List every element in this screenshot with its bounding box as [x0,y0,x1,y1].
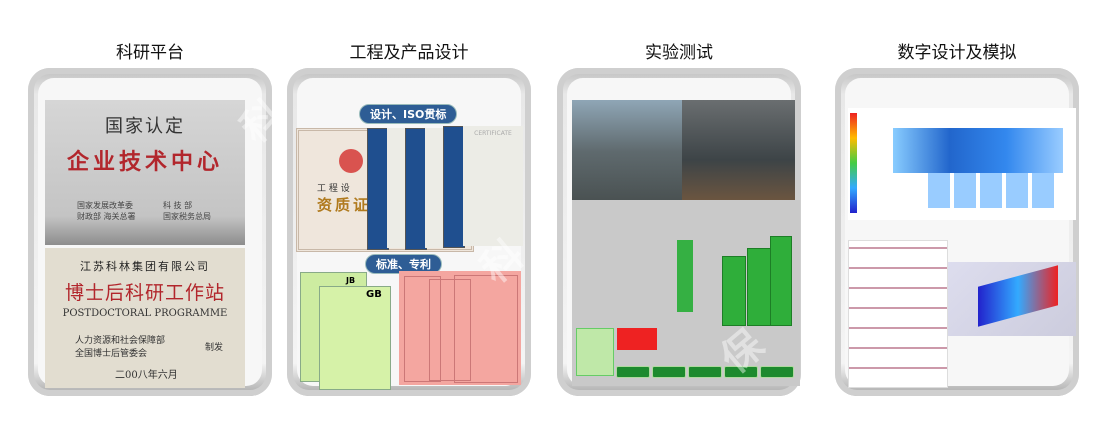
plate-stress-model [948,262,1076,336]
cyclone [677,240,693,312]
standard-document-gb: GB [319,286,391,390]
control-button[interactable] [760,366,794,378]
iso-certificate-3-body: CERTIFICATE [463,126,523,246]
cert-line2: 资质证 [317,196,372,214]
plaque-issuers-right: 科 技 部 国家税务总局 [163,201,211,221]
std-gb: GB [366,289,382,300]
cfd-simulation-image [848,108,1076,220]
stress-plate [978,265,1058,327]
national-emblem-icon [339,149,363,173]
plaque-tech-center: 国家认定 企业技术中心 国家发展改革委 财政部 海关总署 科 技 部 国家税务总… [45,100,245,245]
test-system-diagram [572,200,800,386]
card-design: 设计、ISO贯标 工 程 设 资质证 CERTIFICATE 标准、专利 JB … [287,68,531,396]
cert-line1: 工 程 设 [317,184,350,194]
plaque-name: 博士后科研工作站 [64,282,225,304]
control-button[interactable] [652,366,686,378]
plaque-postdoc: 江苏科林集团有限公司 博士后科研工作站 POSTDOCTORAL PROGRAM… [45,248,245,388]
card-simulation [835,68,1079,396]
plaque-company: 江苏科林集团有限公司 [80,260,210,273]
plaque-issuers-left: 国家发展改革委 财政部 海关总署 [77,201,136,221]
control-button[interactable] [688,366,722,378]
plaque-issuers: 人力资源和社会保障部 全国博士后管委会 [75,336,166,359]
blower [617,328,657,350]
tank-3 [770,236,792,326]
section-title-simulation: 数字设计及模拟 [897,43,1017,63]
plaque-date: 二00八年六月 [115,370,178,381]
steel-structure-model [848,240,948,388]
color-scale-legend [850,113,857,213]
label-design-iso: 设计、ISO贯标 [359,104,458,124]
label-standards-patents: 标准、专利 [365,254,442,274]
iso-certificate-1 [367,128,389,250]
control-button[interactable] [616,366,650,378]
tank-1 [722,256,746,326]
section-title-research: 科研平台 [116,43,184,63]
plaque-line1: 国家认定 [105,116,185,137]
iso-certificate-3 [443,126,465,248]
control-panel [576,328,614,376]
iso-certificate-2 [405,128,427,250]
control-button[interactable] [724,366,758,378]
photo-engineers-onsite [682,100,795,200]
card-research: 国家认定 企业技术中心 国家发展改革委 财政部 海关总署 科 技 部 国家税务总… [28,68,272,396]
plaque-issued: 制发 [205,343,224,353]
std-jb: JB [346,276,356,285]
section-title-testing: 实验测试 [645,43,713,63]
iso-certificate-2-body [425,128,443,248]
hoppers [928,173,1058,208]
plaque-line2: 企业技术中心 [66,149,223,175]
plaque-english: POSTDOCTORAL PROGRAMME [62,308,228,319]
section-title-design: 工程及产品设计 [349,43,469,63]
iso-certificate-1-body [387,128,405,248]
tank-2 [747,248,771,326]
card-testing [557,68,801,396]
precipitator-body [893,128,1063,173]
patent-certificates [399,271,521,385]
cert-heading: CERTIFICATE [474,130,512,137]
